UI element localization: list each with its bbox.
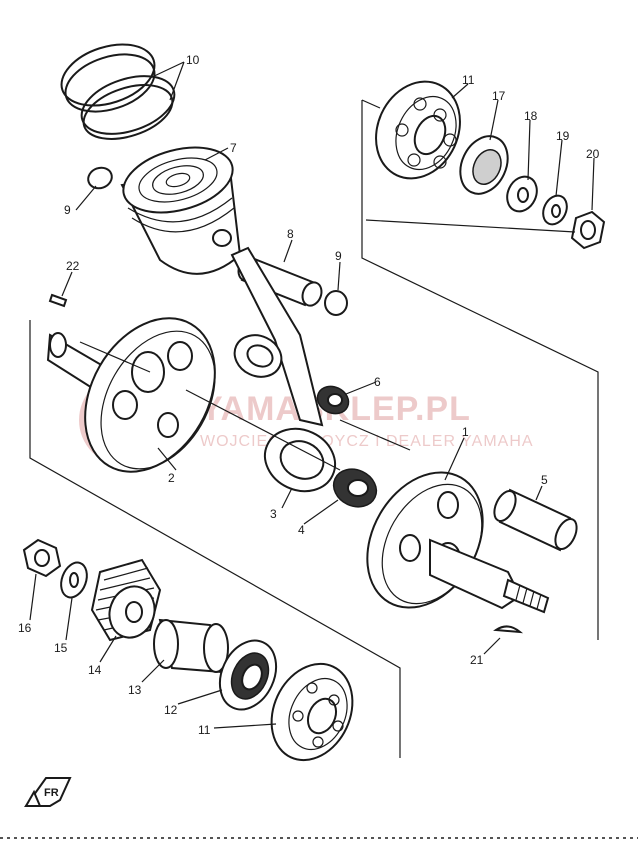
woodruff-key-right (493, 625, 524, 634)
watermark-sub-text: WOJCIECH ZBOYCZ I DEALER YAMAHA (200, 433, 534, 450)
callout-6: 6 (374, 375, 381, 389)
callout-14: 14 (88, 663, 102, 677)
right-bearing-group (375, 80, 606, 250)
piston (120, 146, 242, 275)
crank-web-left (46, 317, 216, 473)
callout-12: 12 (164, 703, 178, 717)
callout-10: 10 (186, 53, 200, 67)
callout-17: 17 (492, 89, 506, 103)
callout-15: 15 (54, 641, 68, 655)
callout-3: 3 (270, 507, 277, 521)
callout-2: 2 (168, 471, 175, 485)
callout-8: 8 (287, 227, 294, 241)
callout-22: 22 (66, 259, 80, 273)
callout-5: 5 (541, 473, 548, 487)
callout-7: 7 (230, 141, 237, 155)
front-marker-label: FR (44, 787, 59, 799)
callout-11: 11 (462, 73, 475, 87)
callout-19: 19 (556, 129, 570, 143)
small-end-bearing (316, 385, 350, 415)
callout-13: 13 (128, 683, 142, 697)
piston-pin-clip-right (324, 290, 348, 316)
connecting-rod (230, 246, 337, 493)
bracket-right-top (361, 100, 599, 640)
bracket-left (29, 320, 401, 758)
woodruff-key-left (48, 293, 68, 308)
leader-lines (29, 61, 595, 729)
callout-1: 1 (462, 425, 469, 439)
crank-pin (493, 488, 578, 552)
front-direction-marker: FR (24, 777, 72, 807)
callout-11: 11 (198, 723, 211, 737)
reference-lines (79, 219, 576, 471)
bottom-left-group (22, 538, 354, 762)
piston-rings (60, 43, 176, 140)
big-end-bearing (332, 468, 378, 508)
callout-9: 9 (335, 249, 342, 263)
bracket-right-top-edge (361, 99, 381, 109)
piston-pin-clip-left (87, 166, 113, 190)
crank-web-right (366, 471, 550, 614)
callout-20: 20 (586, 147, 600, 161)
callout-21: 21 (470, 653, 484, 667)
callout-4: 4 (298, 523, 305, 537)
callout-labels: 10 7 9 8 9 22 6 2 3 4 1 5 11 17 18 19 20… (18, 53, 600, 737)
callout-18: 18 (524, 109, 538, 123)
callout-16: 16 (18, 621, 32, 635)
callout-9: 9 (64, 203, 71, 217)
